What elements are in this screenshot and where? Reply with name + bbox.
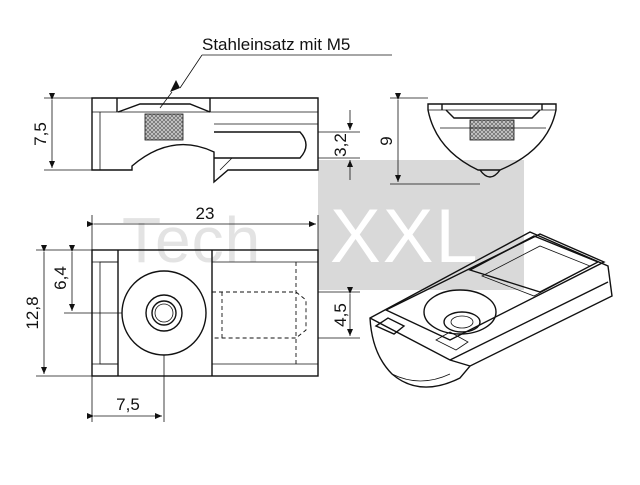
callout-label: Stahleinsatz mit M5	[202, 35, 350, 54]
dim-slot-width-label: 4,5	[331, 303, 350, 327]
watermark-box	[318, 160, 524, 290]
dim-side-height-label: 7,5	[31, 122, 50, 146]
dim-hole-offset: 7,5	[87, 355, 165, 422]
dim-total-width: 12,8	[23, 245, 92, 377]
watermark: Tech XXL	[122, 160, 524, 290]
dim-half-width: 6,4	[51, 245, 122, 314]
dim-slot-height-label: 3,2	[331, 133, 350, 157]
steel-insert	[144, 113, 184, 141]
dim-half-width-label: 6,4	[51, 266, 70, 290]
dim-total-width-label: 12,8	[23, 296, 42, 329]
dim-slot-width: 4,5	[318, 287, 360, 339]
dim-slot-height: 3,2	[318, 110, 360, 180]
callout-steel-insert: Stahleinsatz mit M5	[159, 35, 392, 109]
dim-total-length: 23	[87, 204, 319, 250]
watermark-xxl: XXL	[330, 194, 480, 279]
side-view	[91, 97, 319, 184]
dim-end-height: 9	[377, 93, 480, 185]
isometric-view	[369, 231, 613, 388]
watermark-tech: Tech	[122, 204, 261, 276]
dim-end-height-label: 9	[377, 136, 396, 145]
dim-side-height: 7,5	[31, 93, 92, 171]
dim-total-length-label: 23	[196, 204, 215, 223]
dim-hole-offset-label: 7,5	[116, 395, 140, 414]
end-view	[427, 103, 557, 178]
